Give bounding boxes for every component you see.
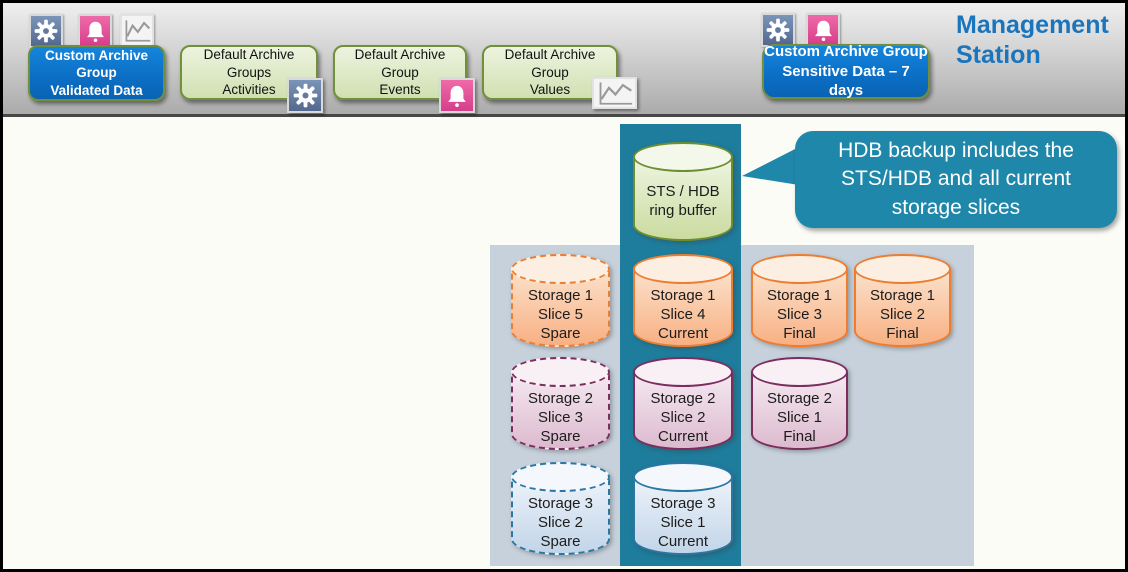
button-custom-archive-validated[interactable]: Custom Archive Group Validated Data	[28, 45, 165, 101]
toolbar: Custom Archive Group Validated Data Defa…	[3, 3, 1125, 117]
bell-icon[interactable]	[78, 14, 112, 48]
cylinder-label: STS / HDB ring buffer	[646, 183, 720, 220]
bell-icon	[86, 21, 104, 42]
cylinder-storage2-slice2-current: Storage 2 Slice 2 Current	[633, 357, 733, 450]
cylinder-label: Storage 1 Slice 4 Current	[650, 287, 716, 343]
gear-icon[interactable]	[29, 14, 63, 48]
cylinder-storage2-slice3-spare: Storage 2 Slice 3 Spare	[511, 357, 610, 450]
page-title: Management Station	[956, 11, 1109, 69]
button-custom-archive-sensitive[interactable]: Custom Archive Group Sensitive Data – 7 …	[762, 43, 930, 99]
gear-icon[interactable]	[761, 13, 795, 47]
bell-icon	[439, 78, 475, 113]
gear-icon	[287, 78, 323, 113]
cylinder-storage1-slice4-current: Storage 1 Slice 4 Current	[633, 254, 733, 347]
cylinder-storage1-slice3-final: Storage 1 Slice 3 Final	[751, 254, 848, 347]
button-default-archive-events[interactable]: Default Archive Group Events	[333, 45, 467, 100]
callout-pointer	[742, 147, 799, 185]
cylinder-top	[633, 142, 733, 172]
gear-icon	[34, 19, 58, 43]
cylinder-label: Storage 2 Slice 2 Current	[650, 390, 716, 446]
chart-icon	[125, 20, 151, 42]
cylinder-storage3-slice1-current: Storage 3 Slice 1 Current	[633, 462, 733, 555]
hdb-backup-callout: HDB backup includes the STS/HDB and all …	[795, 131, 1117, 228]
cylinder-label: Storage 3 Slice 1 Current	[650, 495, 716, 551]
cylinder-storage2-slice1-final: Storage 2 Slice 1 Final	[751, 357, 848, 450]
cylinder-storage1-slice2-final: Storage 1 Slice 2 Final	[854, 254, 951, 347]
cylinder-label: Storage 1 Slice 5 Spare	[527, 287, 594, 343]
chart-icon	[592, 77, 637, 109]
cylinder-label: Storage 2 Slice 1 Final	[766, 390, 833, 446]
cylinder-sts-hdb-ring-buffer: STS / HDB ring buffer	[633, 142, 733, 241]
chart-icon[interactable]	[120, 14, 154, 48]
cylinder-label: Storage 3 Slice 2 Spare	[527, 495, 594, 551]
cylinder-storage1-slice5-spare: Storage 1 Slice 5 Spare	[511, 254, 610, 347]
cylinder-storage3-slice2-spare: Storage 3 Slice 2 Spare	[511, 462, 610, 555]
cylinder-label: Storage 1 Slice 3 Final	[766, 287, 833, 343]
cylinder-label: Storage 1 Slice 2 Final	[869, 287, 936, 343]
cylinder-label: Storage 2 Slice 3 Spare	[527, 390, 594, 446]
